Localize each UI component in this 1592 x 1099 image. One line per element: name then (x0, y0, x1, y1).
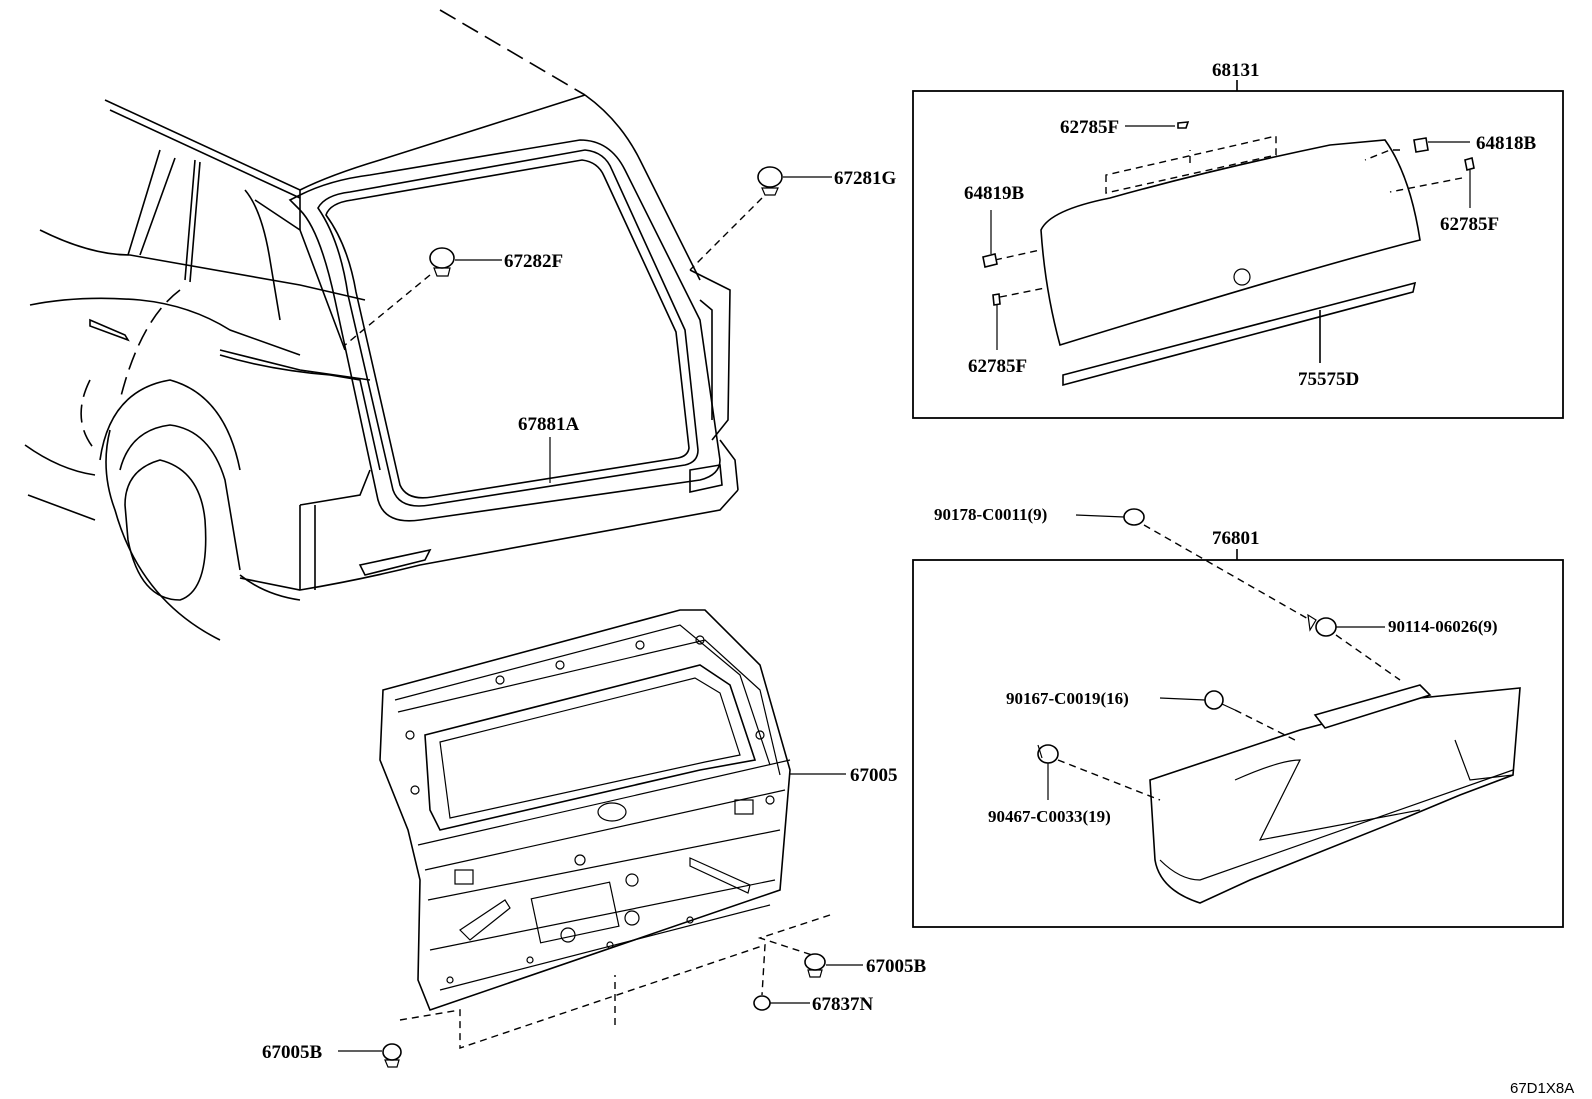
label-68131: 68131 (1212, 60, 1260, 81)
label-90167-C0019: 90167-C0019(16) (1006, 689, 1129, 708)
label-90467-C0033: 90467-C0033(19) (988, 807, 1111, 826)
label-90114-06026: 90114-06026(9) (1388, 617, 1498, 636)
fasteners-left (338, 166, 863, 1068)
back-door-panel (379, 609, 791, 1012)
label-62785F-right: 62785F (1440, 214, 1499, 235)
label-75575D: 75575D (1298, 369, 1359, 390)
label-64819B: 64819B (964, 183, 1025, 204)
glass-assembly-box (912, 80, 1564, 419)
label-62785F-top: 62785F (1060, 117, 1119, 138)
label-76801: 76801 (1212, 528, 1260, 549)
vehicle-rear-illustration (24, 9, 739, 641)
label-67837N: 67837N (812, 994, 874, 1015)
label-64818B: 64818B (1476, 133, 1537, 154)
spoiler-assembly-box (912, 508, 1564, 928)
label-67881A: 67881A (518, 414, 580, 435)
label-67281G: 67281G (834, 168, 897, 189)
label-90178-C0011: 90178-C0011(9) (934, 505, 1047, 524)
label-67005B-right: 67005B (866, 956, 927, 977)
label-67005B-left: 67005B (262, 1042, 323, 1063)
part-labels: 68131 62785F 64818B 64819B 62785F 62785F… (262, 60, 1574, 1097)
label-62785F-left: 62785F (968, 356, 1027, 377)
label-67005: 67005 (850, 765, 898, 786)
diagram-code: 67D1X8A (1510, 1080, 1574, 1097)
label-67282F: 67282F (504, 251, 563, 272)
